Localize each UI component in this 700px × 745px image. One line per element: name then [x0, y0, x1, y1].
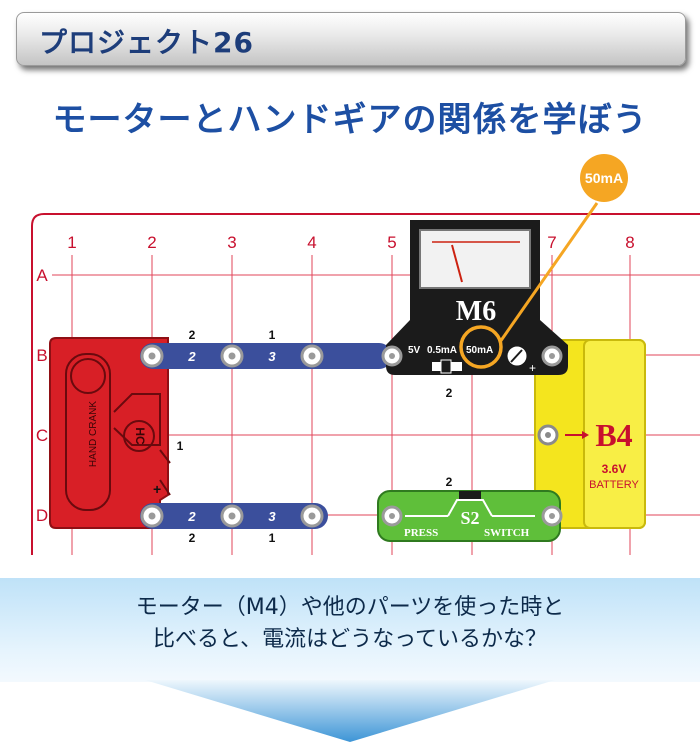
col-label: 3: [227, 233, 236, 252]
level-label: 2: [446, 386, 453, 400]
wires: [140, 343, 392, 529]
project-title: プロジェクト26: [39, 26, 254, 59]
row-label: C: [36, 426, 48, 445]
switch-right-text: SWITCH: [484, 527, 530, 539]
press-switch-s2[interactable]: S2 PRESS SWITCH: [377, 490, 563, 542]
level-label: 2: [189, 531, 196, 545]
switch-left-text: PRESS: [404, 527, 438, 539]
project-banner: プロジェクト26: [16, 12, 686, 66]
hand-crank-text: HAND CRANK: [88, 401, 99, 467]
col-label: 2: [147, 233, 156, 252]
question-text: モーター（M4）や他のパーツを使った時と 比べると、電流はどうなっているかな？: [0, 592, 700, 656]
row-label: D: [36, 506, 48, 525]
question-line-2: 比べると、電流はどうなっているかな？: [152, 627, 548, 652]
meter-range-50ma: 50mA: [466, 345, 493, 356]
meter-m6[interactable]: M6 5V 0.5mA 50mA +: [381, 220, 568, 375]
current-callout: 50mA: [459, 154, 628, 369]
hand-crank-badge: HC: [133, 427, 147, 445]
meter-plus: +: [529, 361, 536, 375]
level-label: 1: [269, 531, 276, 545]
row-label: A: [36, 266, 48, 285]
col-label: 1: [67, 233, 76, 252]
grid-frame: [31, 213, 700, 555]
level-label: 2: [446, 475, 453, 489]
col-label: 8: [625, 233, 634, 252]
battery-name: BATTERY: [589, 479, 639, 491]
question-box: モーター（M4）や他のパーツを使った時と 比べると、電流はどうなっているかな？: [0, 578, 700, 682]
level-label: 1: [269, 328, 276, 342]
level-label: 2: [189, 328, 196, 342]
battery-voltage: 3.6V: [602, 462, 627, 476]
page-headline: モーターとハンドギアの関係を学ぼう: [52, 100, 648, 140]
down-arrow-icon: [145, 680, 555, 742]
col-label: 7: [547, 233, 556, 252]
level-label: 1: [177, 439, 184, 453]
battery-label: B4: [595, 417, 632, 453]
meter-label: M6: [456, 296, 496, 327]
question-line-1: モーター（M4）や他のパーツを使った時と: [135, 595, 565, 620]
switch-label: S2: [460, 508, 479, 528]
hand-crank-plus: +: [153, 481, 161, 497]
meter-range-05ma: 0.5mA: [427, 345, 457, 356]
row-label: B: [36, 346, 47, 365]
col-label: 5: [387, 233, 396, 252]
wire-level-label: 2: [187, 509, 196, 524]
wire-level-label: 2: [187, 349, 196, 364]
callout-value: 50mA: [585, 170, 623, 186]
circuit-diagram: 1 2 3 4 5 6 7 8 A B C D B4 3.6V BATTERY …: [31, 154, 700, 555]
wire-level-label: 3: [268, 509, 276, 524]
battery-b4[interactable]: B4 3.6V BATTERY: [534, 339, 646, 529]
wire-level-label: 3: [268, 349, 276, 364]
hand-crank-hc[interactable]: HAND CRANK HC +: [49, 337, 171, 529]
col-label: 4: [307, 233, 316, 252]
meter-range-5v: 5V: [408, 345, 421, 356]
